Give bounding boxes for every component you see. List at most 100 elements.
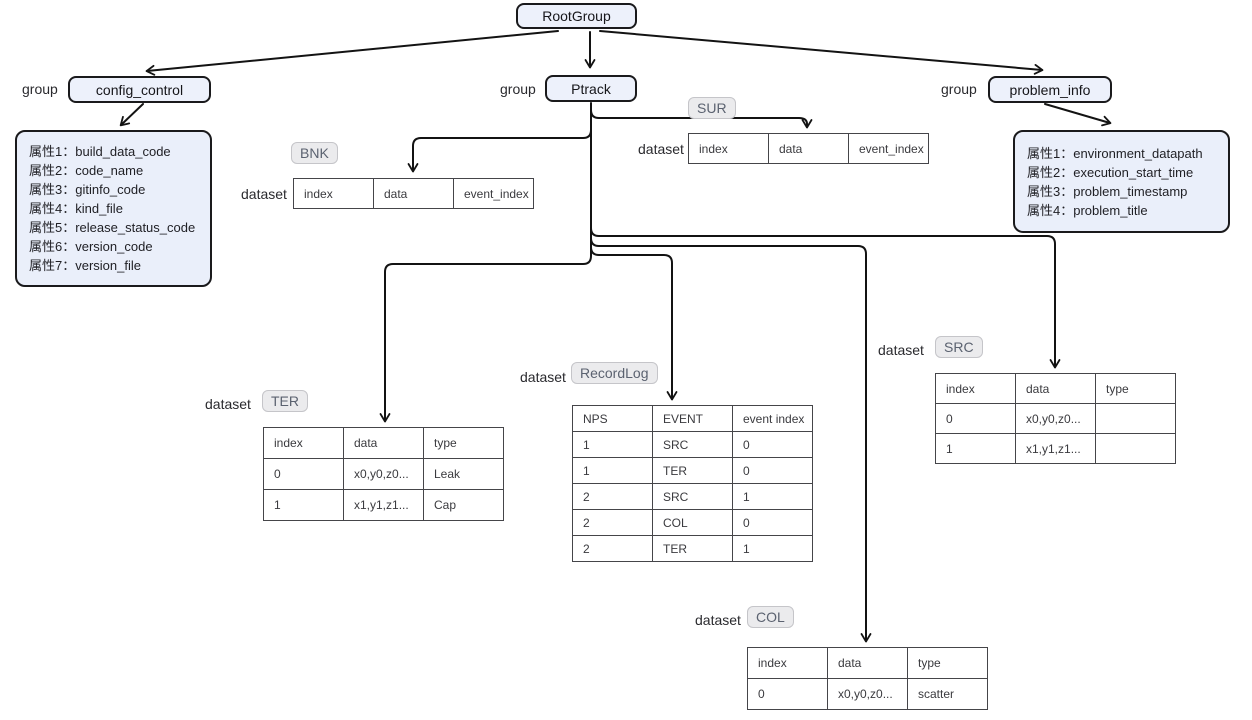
connector-root-to-config-control — [145, 30, 559, 76]
table-cell: 2 — [572, 509, 653, 536]
group-kind-label: group — [22, 81, 58, 97]
table-cell: 0 — [747, 678, 828, 710]
column-header: event_index — [453, 178, 534, 209]
column-header: index — [747, 647, 828, 679]
column-header: data — [827, 647, 908, 679]
table-cell: Leak — [423, 458, 504, 490]
column-header: index — [263, 427, 344, 459]
column-header: data — [373, 178, 454, 209]
table-cell: 1 — [572, 431, 653, 458]
attribute-line: 属性2：execution_start_time — [1027, 164, 1194, 180]
table-cell: 1 — [732, 535, 813, 562]
column-header: type — [1095, 373, 1176, 404]
group-node-ptrack: Ptrack — [545, 75, 637, 102]
column-header: event index — [732, 405, 813, 432]
column-header: index — [688, 133, 769, 164]
attribute-line: 属性1：environment_datapath — [1027, 145, 1203, 161]
column-header: index — [293, 178, 374, 209]
attribute-line: 属性6：version_code — [29, 239, 153, 254]
dataset-badge-src: SRC — [935, 336, 983, 358]
table-cell: SRC — [652, 483, 733, 510]
column-header: data — [343, 427, 424, 459]
table-cell: 0 — [732, 509, 813, 536]
column-header: EVENT — [652, 405, 733, 432]
table-cell: 1 — [263, 489, 344, 521]
attribute-line: 属性3：gitinfo_code — [29, 182, 146, 197]
table-cell: 2 — [572, 535, 653, 562]
table-cell: Cap — [423, 489, 504, 521]
connector-ptrack-to-src — [590, 227, 1061, 369]
table-cell: x0,y0,z0... — [343, 458, 424, 490]
group-node-config-control: config_control — [68, 76, 211, 103]
table-cell: COL — [652, 509, 733, 536]
column-header: event_index — [848, 133, 929, 164]
dataset-kind-label: dataset — [638, 141, 684, 157]
table-cell: x1,y1,z1... — [1015, 433, 1096, 464]
table-cell — [1095, 403, 1176, 434]
dataset-kind-label: dataset — [241, 186, 287, 202]
column-header: type — [907, 647, 988, 679]
table-cell: 0 — [935, 403, 1016, 434]
attribute-line: 属性3：problem_timestamp — [1027, 183, 1188, 199]
dataset-badge-col: COL — [747, 606, 794, 628]
attribute-line: 属性7：version_file — [29, 258, 141, 273]
dataset-badge-bnk: BNK — [291, 142, 338, 164]
attribute-line: 属性4：kind_file — [29, 201, 123, 216]
connector-ptrack-to-sur — [590, 109, 813, 129]
table-cell: SRC — [652, 431, 733, 458]
connector-problem-info-to-attributes — [1044, 103, 1112, 127]
dataset-badge-ter: TER — [262, 390, 308, 412]
table-cell: x0,y0,z0... — [1015, 403, 1096, 434]
dataset-badge-recordlog: RecordLog — [571, 362, 658, 384]
table-cell: 1 — [732, 483, 813, 510]
table-cell: TER — [652, 457, 733, 484]
attribute-line: 属性5：release_status_code — [29, 220, 196, 235]
table-cell — [1095, 433, 1176, 464]
table-cell: 0 — [732, 457, 813, 484]
table-cell: 2 — [572, 483, 653, 510]
column-header: NPS — [572, 405, 653, 432]
column-header: index — [935, 373, 1016, 404]
table-cell: 0 — [732, 431, 813, 458]
column-header: data — [768, 133, 849, 164]
column-header: type — [423, 427, 504, 459]
column-header: data — [1015, 373, 1096, 404]
dataset-kind-label: dataset — [520, 369, 566, 385]
dataset-kind-label: dataset — [878, 342, 924, 358]
table-cell: x1,y1,z1... — [343, 489, 424, 521]
connector-config-control-to-attributes — [119, 103, 144, 127]
table-cell: 0 — [263, 458, 344, 490]
dataset-kind-label: dataset — [205, 396, 251, 412]
dataset-badge-sur: SUR — [688, 97, 736, 119]
table-cell: 1 — [572, 457, 653, 484]
connector-ptrack-to-bnk — [407, 129, 592, 173]
group-node-problem-info: problem_info — [988, 76, 1112, 103]
attribute-line: 属性1：build_data_code — [29, 144, 171, 159]
connector-ptrack-to-recordlog — [590, 246, 678, 401]
problem-info-attributes-box: 属性1：environment_datapath 属性2：execution_st… — [1013, 130, 1230, 233]
connector-root-to-problem-info — [599, 30, 1044, 75]
connector-ptrack-to-col — [590, 237, 872, 643]
